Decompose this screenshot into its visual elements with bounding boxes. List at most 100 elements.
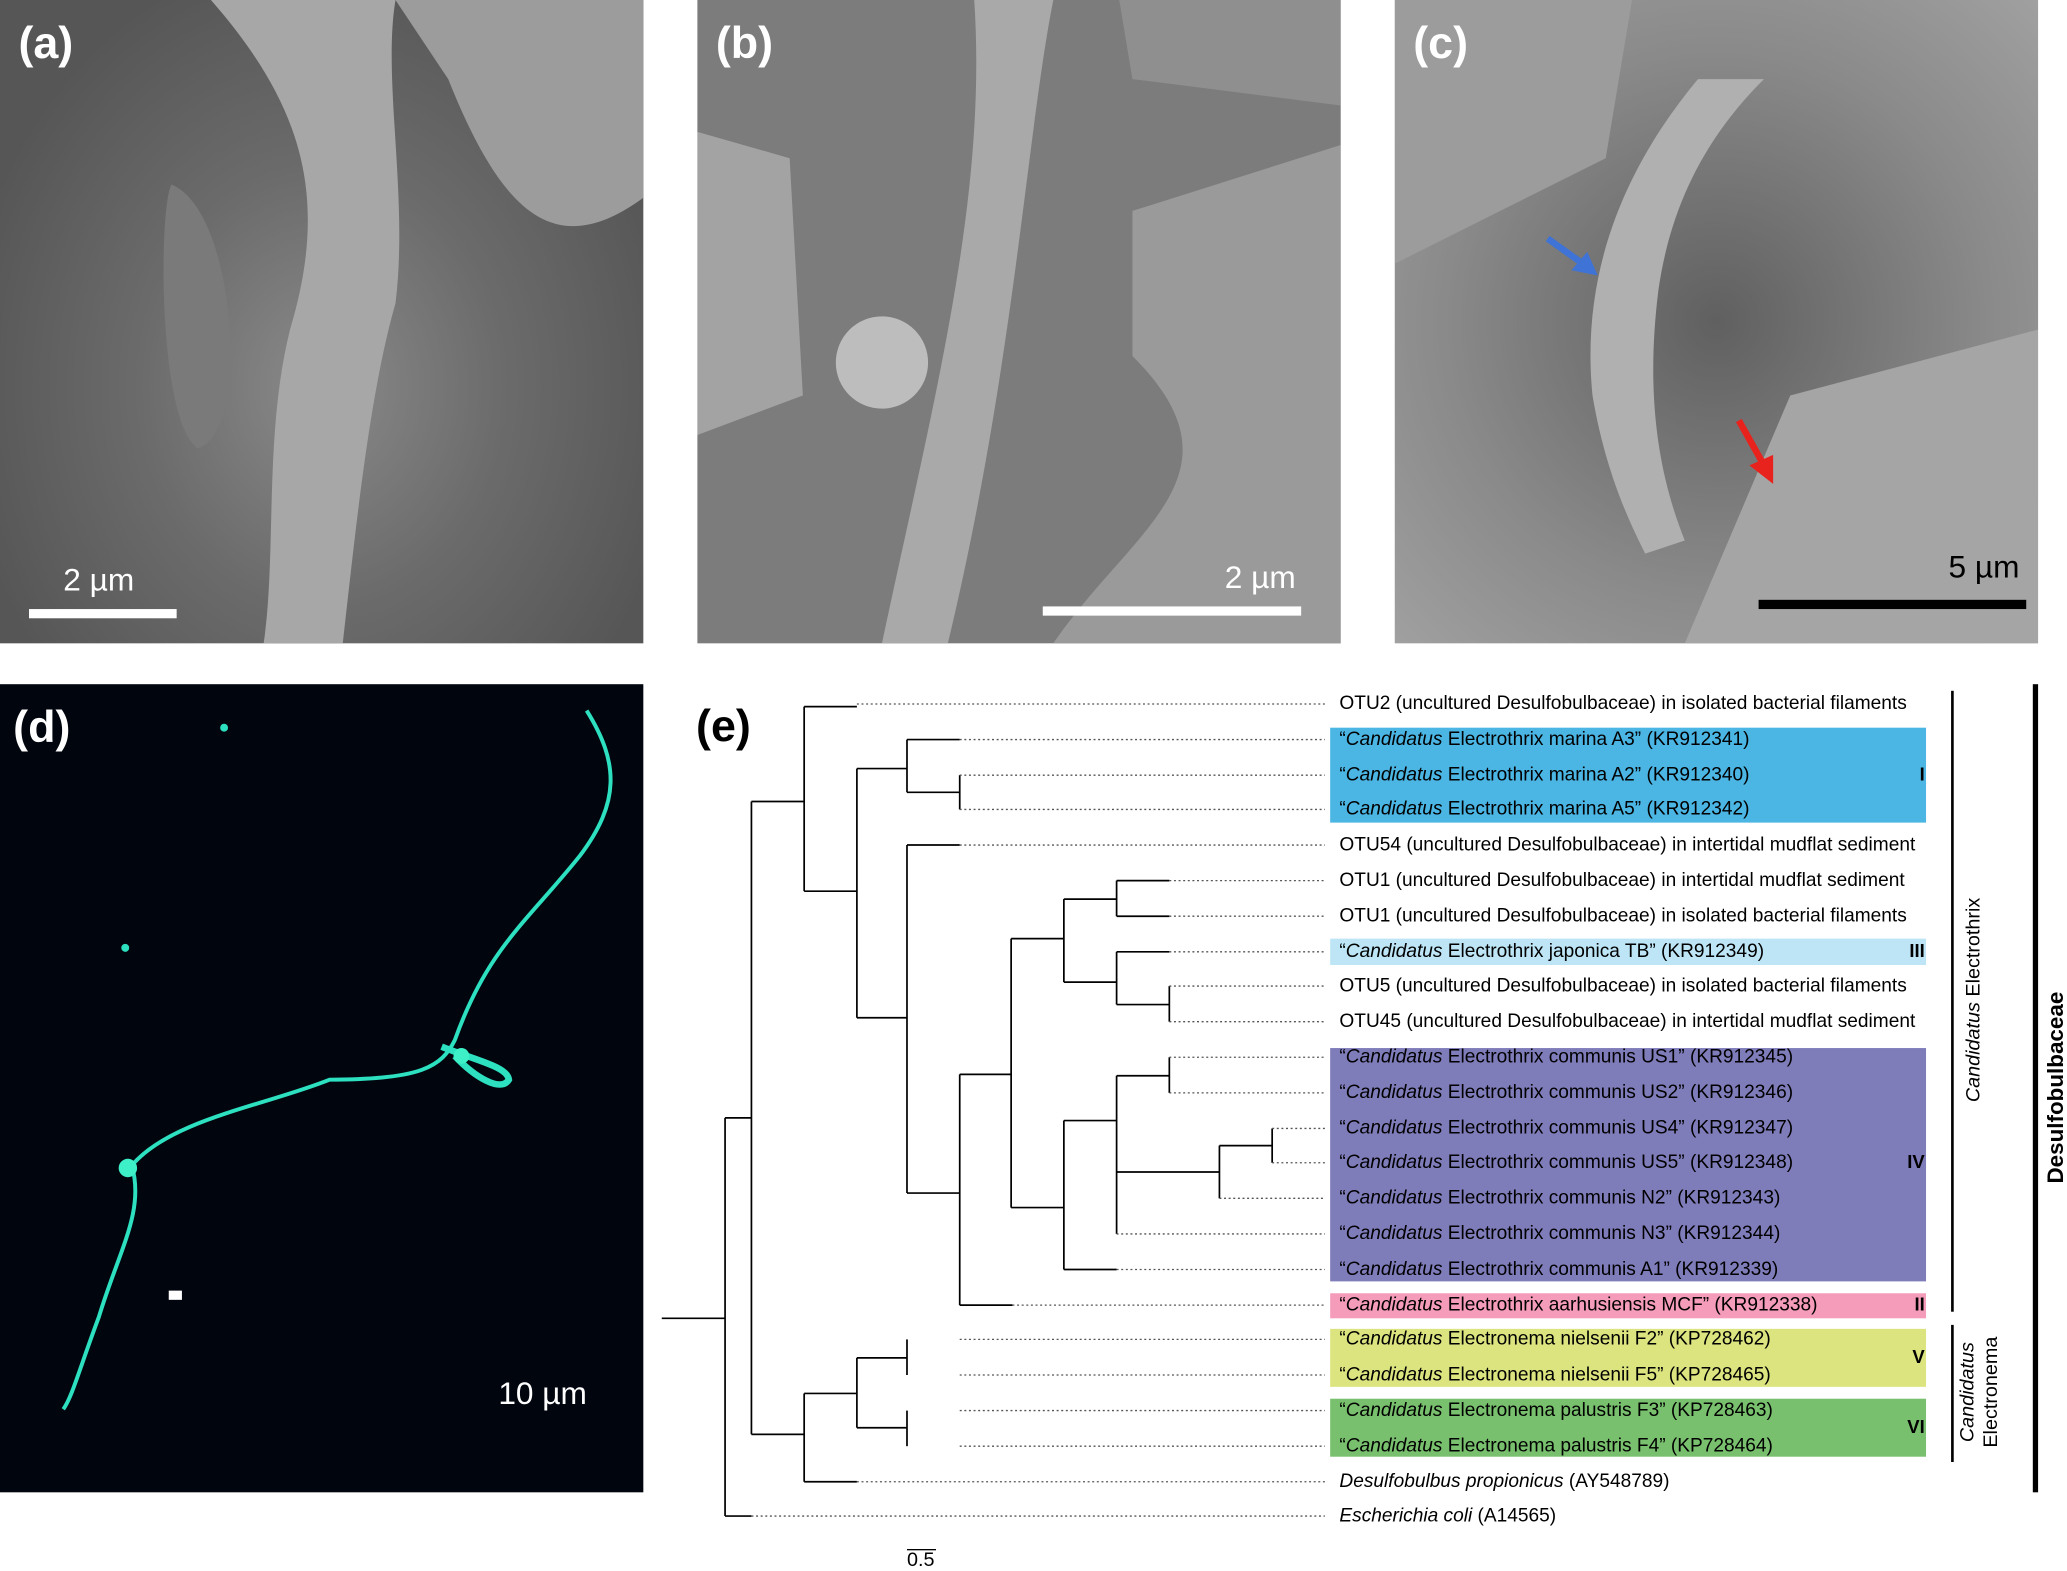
group-label-IV: IV: [1907, 1150, 1925, 1172]
tree-leaf-label: OTU1 (uncultured Desulfobulbaceae) in in…: [1339, 869, 1904, 893]
leaf-text: Electrothrix communis US5” (KR912348): [1442, 1152, 1794, 1174]
tree-leaf-label: OTU1 (uncultured Desulfobulbaceae) in is…: [1339, 904, 1906, 928]
clade-italic: Candidatus: [1956, 1342, 1979, 1443]
clade-text: Electronema: [1980, 1336, 2003, 1448]
tree-leaf-label: “Candidatus Electronema palustris F3” (K…: [1339, 1399, 1773, 1423]
group-box-VI: [1330, 1398, 1927, 1457]
scale-bar-b: [1042, 606, 1302, 616]
quote: “: [1339, 1364, 1346, 1386]
fluorescent-filament: [61, 709, 613, 1411]
leaf-text: (AY548789): [1563, 1471, 1670, 1493]
tree-leaf-label: Desulfobulbus propionicus (AY548789): [1339, 1470, 1669, 1494]
quote: “: [1339, 1117, 1346, 1140]
quote: “: [1339, 1258, 1346, 1281]
electronema-bracket: [1951, 1324, 1954, 1462]
leaf-text: OTU45 (uncultured Desulfobulbaceae) in i…: [1339, 1011, 1916, 1033]
leaf-text: Electrothrix communis US1” (KR912345): [1442, 1046, 1794, 1068]
panel-label-a: (a): [18, 18, 74, 69]
leaf-text: Electronema palustris F3” (KP728463): [1442, 1400, 1773, 1422]
scale-bar-c: [1758, 599, 2027, 610]
leaf-text: OTU1 (uncultured Desulfobulbaceae) in in…: [1339, 870, 1905, 892]
tree-leaf-label: OTU2 (uncultured Desulfobulbaceae) in is…: [1339, 692, 1906, 716]
electrothrix-bracket: [1951, 690, 1954, 1312]
leaf-italic: Candidatus: [1345, 1046, 1443, 1068]
leaf-italic: Candidatus: [1345, 1400, 1443, 1422]
electrothrix-clade-label: Candidatus Electrothrix: [1962, 868, 1984, 1132]
group-label-III: III: [1909, 939, 1925, 962]
quote: “: [1339, 1435, 1346, 1457]
group-box-III: [1330, 938, 1927, 965]
leaf-text: Electronema nielsenii F2” (KP728462): [1442, 1328, 1771, 1350]
panel-label-c: (c): [1413, 18, 1469, 69]
leaf-text: Electrothrix aarhusiensis MCF” (KR912338…: [1442, 1294, 1818, 1316]
tree-leaf-label: OTU54 (uncultured Desulfobulbaceae) in i…: [1339, 833, 1915, 857]
tree-leaf-label: “Candidatus Electrothrix communis A1” (K…: [1339, 1258, 1778, 1282]
group-label-II: II: [1914, 1293, 1925, 1315]
quote: “: [1339, 1082, 1346, 1104]
leaf-text: Electrothrix japonica TB” (KR912349): [1442, 941, 1765, 963]
sem-image-a: (a) 2 µm: [0, 0, 644, 644]
quote: “: [1339, 764, 1346, 786]
leaf-italic: Candidatus: [1345, 1187, 1443, 1209]
filament-shape: [163, 0, 644, 644]
leaf-italic: Candidatus: [1345, 764, 1443, 786]
scale-text-b: 2 µm: [1224, 560, 1296, 596]
group-label-I: I: [1919, 763, 1925, 785]
leaf-text: Electrothrix communis US4” (KR912347): [1442, 1117, 1794, 1140]
scale-bar-a: [29, 609, 177, 619]
leaf-italic: Candidatus: [1345, 1223, 1443, 1245]
leaf-text: Electrothrix marina A3” (KR912341): [1442, 729, 1750, 751]
group-box-V: [1330, 1328, 1927, 1387]
leaf-italic: Desulfobulbus propionicus: [1339, 1471, 1564, 1493]
quote: “: [1339, 1046, 1346, 1068]
tree-scale-label: 0.5: [906, 1549, 935, 1571]
leaf-italic: Candidatus: [1345, 1152, 1443, 1174]
leaf-italic: Candidatus: [1345, 1082, 1443, 1104]
sem-image-b: (b) 2 µm: [697, 0, 1341, 644]
leaf-text: OTU1 (uncultured Desulfobulbaceae) in is…: [1339, 905, 1907, 927]
tree-leaf-label: “Candidatus Electrothrix aarhusiensis MC…: [1339, 1293, 1817, 1317]
leaf-text: Electronema nielsenii F5” (KP728465): [1442, 1364, 1771, 1386]
tree-leaf-label: “Candidatus Electrothrix communis US5” (…: [1339, 1151, 1793, 1175]
tree-leaf-label: OTU45 (uncultured Desulfobulbaceae) in i…: [1339, 1010, 1915, 1034]
leaf-italic: Candidatus: [1345, 1258, 1443, 1281]
quote: “: [1339, 1223, 1346, 1245]
scale-text-d: 10 µm: [498, 1376, 587, 1412]
filament-shape: [1394, 0, 2039, 644]
tree-leaf-label: “Candidatus Electrothrix communis N2” (K…: [1339, 1186, 1780, 1210]
leaf-text: (A14565): [1472, 1505, 1557, 1527]
panel-label-d: (d): [13, 702, 71, 753]
quote: “: [1339, 1294, 1346, 1316]
leaf-text: OTU5 (uncultured Desulfobulbaceae) in is…: [1339, 975, 1907, 997]
quote: “: [1339, 941, 1346, 963]
clade-text: Electrothrix: [1962, 897, 1985, 997]
leaf-italic: Candidatus: [1345, 1294, 1443, 1316]
tree-leaf-label: “Candidatus Electronema palustris F4” (K…: [1339, 1434, 1773, 1458]
leaf-text: Electrothrix communis N2” (KR912343): [1442, 1187, 1781, 1209]
leaf-text: Electrothrix communis N3” (KR912344): [1442, 1223, 1781, 1245]
tree-leaf-label: OTU5 (uncultured Desulfobulbaceae) in is…: [1339, 974, 1906, 998]
tree-leaf-label: “Candidatus Electrothrix japonica TB” (K…: [1339, 940, 1764, 964]
leaf-italic: Candidatus: [1345, 1364, 1443, 1386]
quote: “: [1339, 729, 1346, 751]
tree-leaf-label: “Candidatus Electrothrix communis US1” (…: [1339, 1045, 1793, 1069]
tree-leaf-label: Escherichia coli (A14565): [1339, 1504, 1556, 1528]
quote: “: [1339, 1187, 1346, 1209]
scale-text-c: 5 µm: [1948, 549, 2020, 586]
leaf-italic: Candidatus: [1345, 729, 1443, 751]
tree-leaf-label: “Candidatus Electrothrix marina A3” (KR9…: [1339, 728, 1749, 752]
tree-leaf-label: “Candidatus Electronema nielsenii F5” (K…: [1339, 1363, 1770, 1387]
leaf-text: Electrothrix communis US2” (KR912346): [1442, 1082, 1794, 1104]
quote: “: [1339, 798, 1346, 820]
group-box-IV: [1330, 1048, 1927, 1282]
tree-leaf-label: “Candidatus Electrothrix marina A2” (KR9…: [1339, 763, 1749, 787]
leaf-text: Electrothrix marina A2” (KR912340): [1442, 764, 1750, 786]
scale-text-a: 2 µm: [63, 562, 135, 599]
tree-leaf-label: “Candidatus Electrothrix communis N3” (K…: [1339, 1222, 1780, 1246]
panel-label-e: (e): [696, 701, 751, 752]
leaf-italic: Candidatus: [1345, 1117, 1443, 1140]
leaf-italic: Candidatus: [1345, 1435, 1443, 1457]
